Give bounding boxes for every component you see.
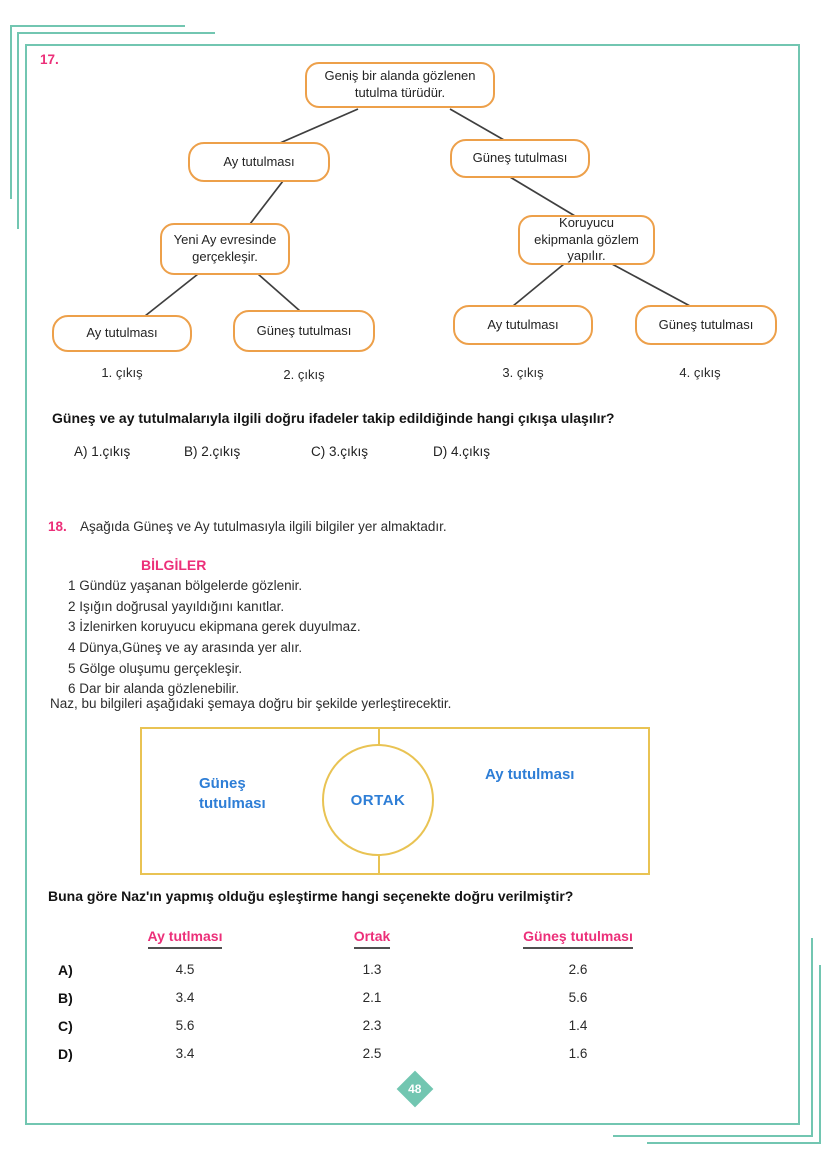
answer-c-ortak: 2.3 — [362, 1018, 382, 1033]
flowchart-box-ay-tutulmasi: Ay tutulması — [188, 142, 330, 182]
diagram-top-connector — [378, 729, 380, 745]
question-17-number: 17. — [40, 52, 59, 67]
info-item-5: 5 Gölge oluşumu gerçekleşir. — [68, 660, 243, 676]
flowchart-root-box: Geniş bir alanda gözlenen tutulma türüdü… — [305, 62, 495, 108]
flowchart-exit3-box: Ay tutulması — [453, 305, 593, 345]
answer-b-ay: 3.4 — [175, 990, 195, 1005]
exit-label-4: 4. çıkış — [679, 365, 721, 380]
eclipse-flowchart: Geniş bir alanda gözlenen tutulma türüdü… — [40, 55, 800, 385]
answer-a-ay: 4.5 — [175, 962, 195, 977]
corner-decoration-bottom-right-inner — [613, 938, 813, 1137]
answer-b-gunes: 5.6 — [568, 990, 588, 1005]
corner-decoration-top-left-inner — [17, 32, 215, 229]
option-b: B) 2.çıkış — [184, 444, 241, 459]
answer-row-d-letter: D) — [58, 1046, 73, 1062]
answer-row-c-letter: C) — [58, 1018, 73, 1034]
diagram-ortak-circle: ORTAK — [322, 744, 434, 856]
answer-b-ortak: 2.1 — [362, 990, 382, 1005]
answer-a-gunes: 2.6 — [568, 962, 588, 977]
answer-d-ay: 3.4 — [175, 1046, 195, 1061]
diagram-label-ay: Ay tutulması — [485, 766, 575, 783]
answer-table: Ay tutlması Ortak Güneş tutulması A) 4.5… — [40, 928, 682, 1074]
info-item-6: 6 Dar bir alanda gözlenebilir. — [68, 681, 240, 697]
flowchart-box-gunes-tutulmasi: Güneş tutulması — [450, 139, 590, 178]
flowchart-connectors — [144, 108, 691, 317]
flowchart-box-koruyucu-ekipman: Koruyucu ekipmanla gözlem yapılır. — [518, 215, 655, 265]
question-18-intro: Aşağıda Güneş ve Ay tutulmasıyla ilgili … — [80, 519, 447, 534]
diagram-label-ortak: ORTAK — [350, 791, 406, 809]
answer-c-ay: 5.6 — [175, 1018, 195, 1033]
answer-d-gunes: 1.6 — [568, 1046, 588, 1061]
option-a: A) 1.çıkış — [74, 444, 131, 459]
matching-diagram: Güneş tutulması ORTAK Ay tutulması — [140, 727, 650, 875]
info-title: BİLGİLER — [141, 557, 207, 573]
question-18-text: Buna göre Naz'ın yapmış olduğu eşleştirm… — [48, 888, 574, 904]
exit-label-3: 3. çıkış — [502, 365, 544, 380]
naz-instruction: Naz, bu bilgileri aşağıdaki şemaya doğru… — [50, 696, 452, 711]
answer-d-ortak: 2.5 — [362, 1046, 382, 1061]
exit-label-2: 2. çıkış — [283, 367, 325, 382]
corner-decoration-top-left-outer — [10, 25, 185, 199]
answer-row-b-letter: B) — [58, 990, 73, 1006]
flowchart-exit4-box: Güneş tutulması — [635, 305, 777, 345]
table-corner-cell — [40, 928, 100, 962]
flowchart-box-yeni-ay: Yeni Ay evresinde gerçekleşir. — [160, 223, 290, 275]
answer-row-a-letter: A) — [58, 962, 73, 978]
corner-decoration-bottom-right-outer — [647, 965, 821, 1144]
question-18-number: 18. — [48, 519, 67, 534]
question-17-text: Güneş ve ay tutulmalarıyla ilgili doğru … — [52, 410, 615, 426]
info-item-2: 2 Işığın doğrusal yayıldığını kanıtlar. — [68, 598, 285, 614]
table-header-gunes: Güneş tutulması — [474, 928, 682, 962]
option-d: D) 4.çıkış — [433, 444, 491, 459]
page-border — [25, 44, 800, 1125]
flowchart-exit2-box: Güneş tutulması — [233, 310, 375, 352]
option-c: C) 3.çıkış — [311, 444, 369, 459]
info-list: 1 Gündüz yaşanan bölgelerde gözlenir. 2 … — [68, 576, 361, 700]
answer-c-gunes: 1.4 — [568, 1018, 588, 1033]
info-item-4: 4 Dünya,Güneş ve ay arasında yer alır. — [68, 640, 303, 656]
answer-a-ortak: 1.3 — [362, 962, 382, 977]
diagram-bottom-connector — [378, 855, 380, 873]
diagram-label-gunes: Güneş tutulması — [199, 775, 266, 813]
flowchart-exit1-box: Ay tutulması — [52, 315, 192, 352]
info-item-3: 3 İzlenirken koruyucu ekipmana gerek duy… — [68, 619, 361, 635]
info-item-1: 1 Gündüz yaşanan bölgelerde gözlenir. — [68, 578, 303, 593]
table-header-ortak: Ortak — [270, 928, 474, 962]
page-number: 48 — [408, 1081, 422, 1096]
table-header-ay: Ay tutlması — [100, 928, 270, 962]
exit-label-1: 1. çıkış — [101, 365, 143, 380]
